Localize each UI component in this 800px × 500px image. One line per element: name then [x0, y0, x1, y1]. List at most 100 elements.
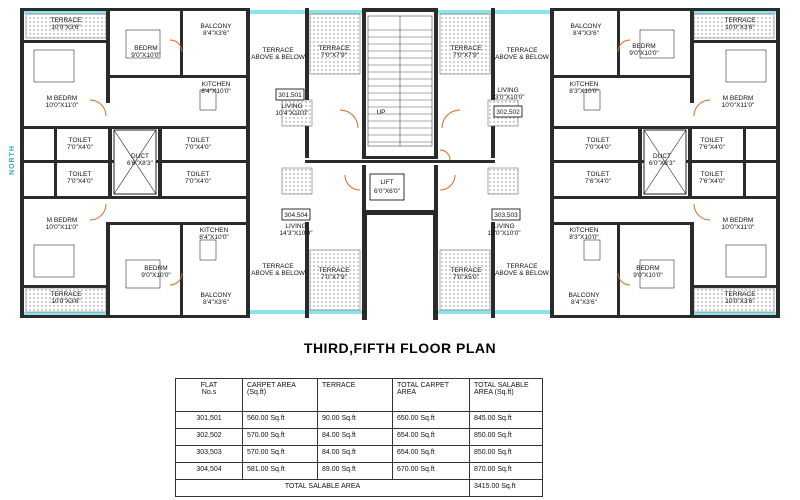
room-name-toilet-tl4: TOILET [187, 171, 210, 178]
cell: 850.00 Sq.ft [469, 428, 543, 446]
flat-tag-304: 304,504 [284, 212, 308, 219]
table-row: 303,503 570.00 Sq.ft 84.00 Sq.ft 654.00 … [175, 445, 543, 463]
room-name-terrace-ab-br: TERRACE [506, 263, 538, 270]
room-size-terrace-tl: 10'0"X3'6" [51, 24, 81, 31]
room-size-living-302: 13'0"X10'0" [491, 94, 525, 101]
table-header-row: FLAT No.s CARPET AREA (Sq.ft) TERRACE TO… [175, 378, 543, 412]
room-size-terrace-ab-tl: ABOVE & BELOW [251, 54, 306, 61]
room-name-toilet-tr3: TOILET [587, 171, 610, 178]
room-size-toilet-tl3: 7'0"X4'0" [67, 178, 94, 185]
cell: 90.00 Sq.ft [317, 411, 393, 429]
room-name-toilet-tl1: TOILET [69, 137, 92, 144]
room-size-terrace-bl: 10'0"X3'6" [51, 298, 81, 305]
cell: 581.00 Sq.ft [242, 462, 318, 480]
staircase [367, 15, 433, 147]
table-total-row: TOTAL SALABLE AREA 3415.00 Sq.ft [175, 479, 543, 497]
cell: 850.00 Sq.ft [469, 445, 543, 463]
stair-treads [368, 29, 432, 143]
room-name-balcony-br: BALCONY [568, 292, 600, 299]
cell: 670.00 Sq.ft [392, 462, 470, 480]
lift-box [369, 173, 405, 201]
room-size-duct-l: 6'6"X8'3" [127, 160, 154, 167]
room-size-kitchen-bl: 8'4"X10'0" [199, 234, 229, 241]
room-name-toilet-tr4: TOILET [701, 171, 724, 178]
room-size-terrace-cbr: 7'0"X5'0" [453, 274, 480, 281]
room-size-toilet-tr3: 7'6"X4'0" [585, 178, 612, 185]
room-name-living-301: LIVING [281, 103, 302, 110]
room-size-toilet-tr1: 7'0"X4'0" [585, 144, 612, 151]
room-size-bedrm-bl: 9'0"X10'0" [141, 272, 171, 279]
room-size-living-304: 14'3"X10'0" [279, 230, 313, 237]
room-size-toilet-tr2: 7'6"X4'0" [699, 144, 726, 151]
room-name-kitchen-tr: KITCHEN [570, 81, 599, 88]
cell: 84.00 Sq.ft [317, 428, 393, 446]
flat-tag-303: 303,503 [494, 212, 518, 219]
room-name-living-303: LIVING [493, 223, 514, 230]
floor-plan: 301,501 302,502 304,504 303,503 LIFT 6'0… [9, 8, 780, 320]
cell: 89.00 Sq.ft [317, 462, 393, 480]
cell: 84.00 Sq.ft [317, 445, 393, 463]
room-size-mbedrm-tl: 10'0"X11'0" [46, 102, 79, 109]
cell: 302,502 [175, 428, 243, 446]
room-size-kitchen-tl: 8'4"X10'0" [201, 88, 231, 95]
table-row: 301,501 560.00 Sq.ft 90.00 Sq.ft 650.00 … [175, 411, 543, 429]
cell: 303,503 [175, 445, 243, 463]
room-size-terrace-ctr: 7'0"X7'9" [453, 52, 480, 59]
lift-size: 6'0"X6'0" [374, 188, 401, 195]
room-size-mbedrm-br: 10'0"X11'0" [722, 224, 755, 231]
header-total-carpet: TOTAL CARPET AREA [392, 378, 470, 412]
cell: 301,501 [175, 411, 243, 429]
room-name-terrace-ctl: TERRACE [318, 45, 350, 52]
room-name-terrace-br: TERRACE [724, 291, 756, 298]
room-name-bedrm-bl: BEDRM [144, 265, 167, 272]
room-size-terrace-ab-bl: ABOVE & BELOW [251, 270, 306, 277]
area-table: FLAT No.s CARPET AREA (Sq.ft) TERRACE TO… [175, 378, 543, 497]
room-name-duct-l: DUCT [131, 153, 149, 160]
cell: 570.00 Sq.ft [242, 445, 318, 463]
cell: 654.00 Sq.ft [392, 445, 470, 463]
room-name-terrace-ab-tr: TERRACE [506, 47, 538, 54]
room-size-bedrm-br: 9'0"X10'0" [633, 272, 663, 279]
room-name-terrace-tl: TERRACE [50, 17, 82, 24]
room-name-terrace-tr: TERRACE [724, 17, 756, 24]
room-size-balcony-br: 8'4"X3'6" [571, 299, 598, 306]
furniture [33, 29, 767, 289]
room-name-bedrm-br: BEDRM [636, 265, 659, 272]
room-name-toilet-tl3: TOILET [69, 171, 92, 178]
room-name-kitchen-bl: KITCHEN [200, 227, 229, 234]
cell: 845.00 Sq.ft [469, 411, 543, 429]
cell: 560.00 Sq.ft [242, 411, 318, 429]
room-name-balcony-bl: BALCONY [200, 292, 232, 299]
flat-tag-301: 301,501 [278, 92, 302, 99]
room-size-terrace-ab-tr: ABOVE & BELOW [495, 54, 550, 61]
stair-up-label: UP [376, 109, 385, 116]
room-size-kitchen-br: 8'3"X10'0" [569, 234, 599, 241]
room-name-terrace-ab-tl: TERRACE [262, 47, 294, 54]
room-name-terrace-cbl: TERRACE [318, 267, 350, 274]
flat-tag-302: 302,502 [496, 109, 520, 116]
header-carpet: CARPET AREA (Sq.ft) [242, 378, 318, 412]
total-value: 3415.00 Sq.ft [469, 479, 543, 497]
room-size-terrace-ctl: 7'0"X7'9" [321, 52, 348, 59]
room-name-balcony-tl: BALCONY [200, 23, 232, 30]
room-labels: TERRACE10'0"X3'6"BALCONY8'4"X3'6"BEDRM9'… [46, 17, 757, 306]
room-size-living-303: 13'0"X10'0" [487, 230, 521, 237]
room-size-terrace-cbl: 7'0"X7'9" [321, 274, 348, 281]
duct-left-shaft [113, 129, 157, 195]
room-size-mbedrm-bl: 10'0"X11'0" [46, 224, 79, 231]
table-row: 302,502 570.00 Sq.ft 84.00 Sq.ft 654.00 … [175, 428, 543, 446]
room-name-mbedrm-tr: M BEDRM [723, 95, 754, 102]
cell: 304,504 [175, 462, 243, 480]
room-name-toilet-tl2: TOILET [187, 137, 210, 144]
door-swings [89, 39, 711, 286]
north-label: NORTH [9, 145, 16, 175]
room-name-mbedrm-br: M BEDRM [723, 217, 754, 224]
header-total-salable: TOTAL SALABLE AREA (Sq.ft) [469, 378, 543, 412]
room-name-terrace-ctr: TERRACE [450, 45, 482, 52]
flat-tags: 301,501 302,502 304,504 303,503 [275, 88, 523, 221]
room-size-bedrm-tl: 9'0"X10'0" [131, 52, 161, 59]
hatched-terraces [25, 13, 775, 313]
room-name-kitchen-br: KITCHEN [570, 227, 599, 234]
room-size-toilet-tl1: 7'0"X4'0" [67, 144, 94, 151]
cell: 570.00 Sq.ft [242, 428, 318, 446]
